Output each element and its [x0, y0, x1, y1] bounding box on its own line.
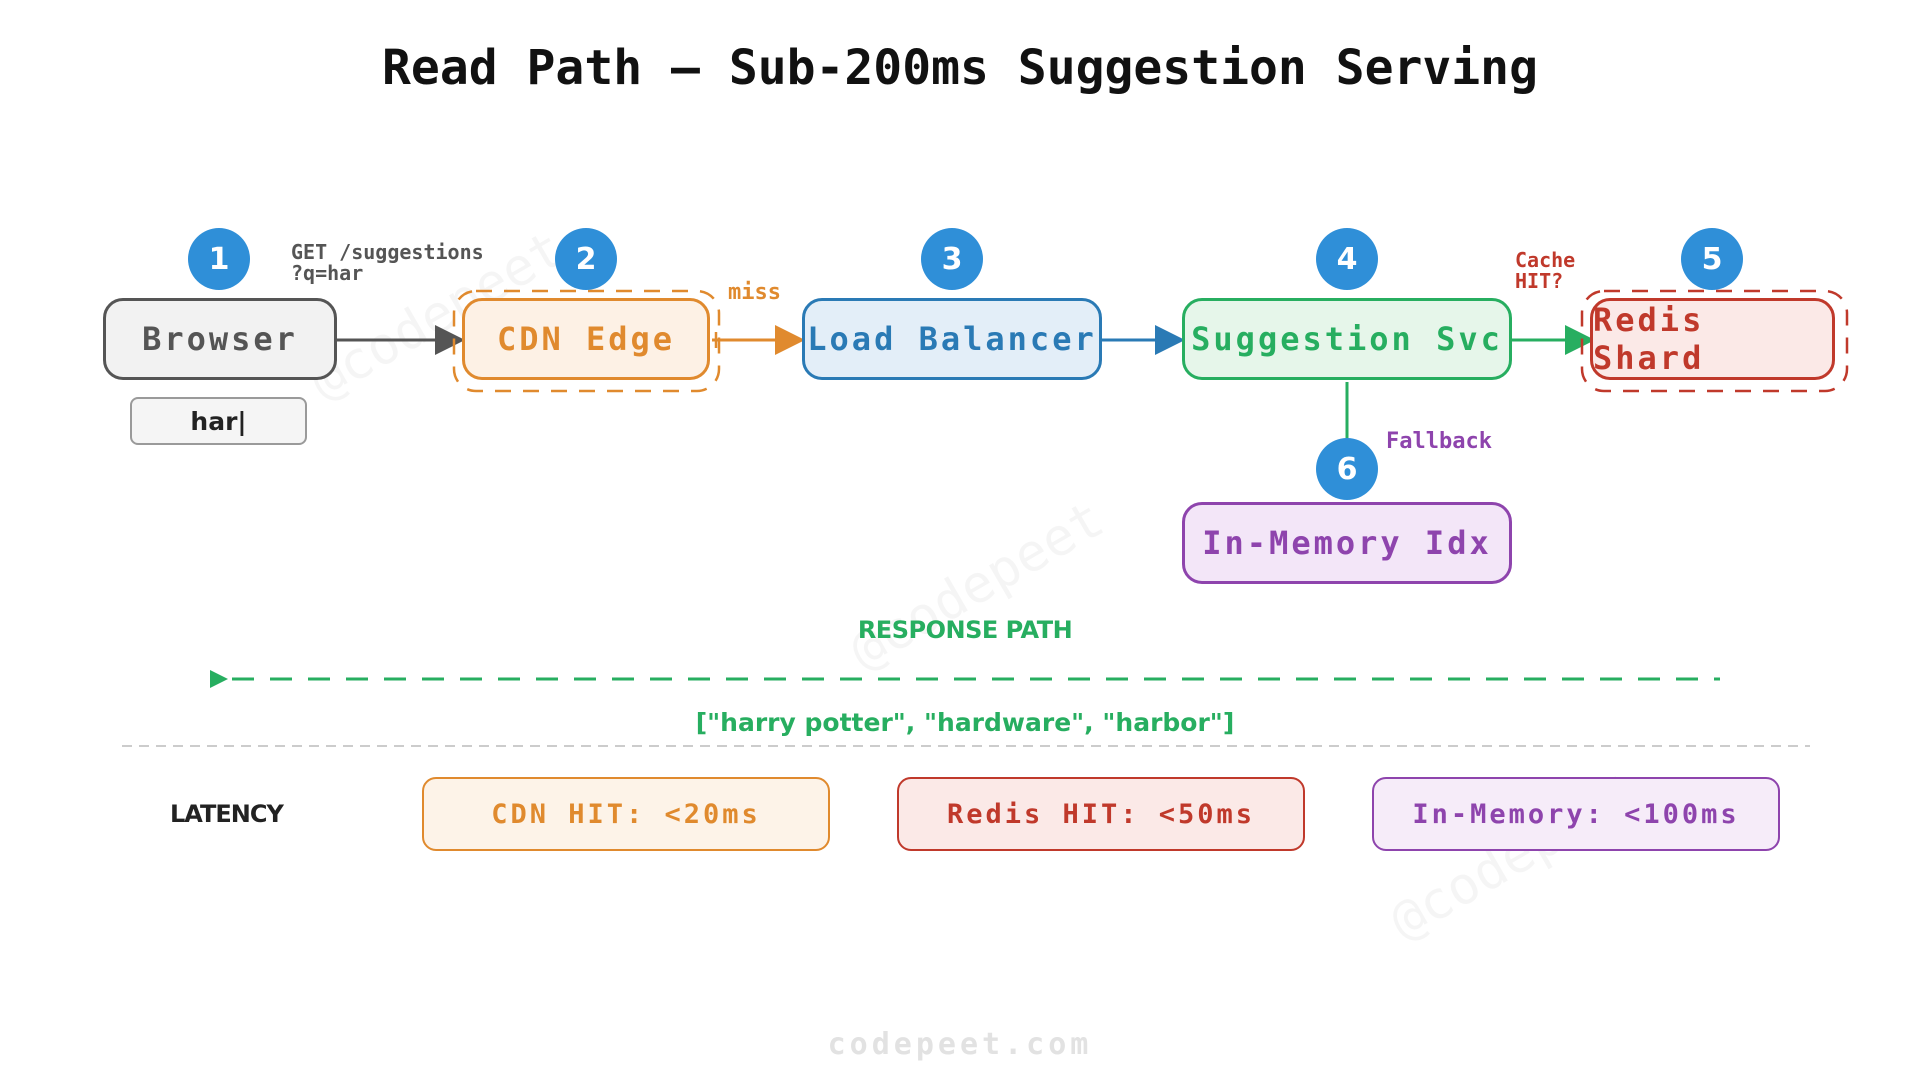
- latency-label: LATENCY: [170, 800, 284, 828]
- response-payload: ["harry potter", "hardware", "harbor"]: [695, 708, 1235, 737]
- node-in-memory-idx[interactable]: In-Memory Idx: [1182, 502, 1512, 584]
- step-badge-6: 6: [1316, 438, 1378, 500]
- request-line-1: GET /suggestions: [291, 240, 484, 264]
- edge-label-cache-hit: Cache HIT?: [1515, 250, 1575, 292]
- step-badge-4: 4: [1316, 228, 1378, 290]
- step-badge-1: 1: [188, 228, 250, 290]
- cdn-dashed-outline: [452, 289, 721, 393]
- step-badge-2: 2: [555, 228, 617, 290]
- node-load-balancer[interactable]: Load Balancer: [802, 298, 1102, 380]
- node-browser[interactable]: Browser: [103, 298, 337, 380]
- response-path-label: RESPONSE PATH: [857, 616, 1073, 644]
- request-line-2: ?q=har: [291, 261, 364, 285]
- step-badge-3: 3: [921, 228, 983, 290]
- edge-label-fallback: Fallback: [1386, 429, 1492, 454]
- edge-label-miss: miss: [728, 280, 781, 305]
- node-redis-shard[interactable]: Redis Shard: [1590, 298, 1835, 380]
- latency-in-memory: In-Memory: <100ms: [1372, 777, 1780, 851]
- response-path-arrowhead: [210, 670, 228, 688]
- node-cdn-edge[interactable]: CDN Edge: [462, 298, 710, 380]
- footer-brand: codepeet.com: [827, 1027, 1093, 1062]
- node-suggestion-svc[interactable]: Suggestion Svc: [1182, 298, 1512, 380]
- step-badge-5: 5: [1681, 228, 1743, 290]
- cache-label-line-1: Cache: [1515, 248, 1576, 272]
- diagram-title: Read Path — Sub-200ms Suggestion Serving: [382, 40, 1538, 96]
- request-label: GET /suggestions ?q=har: [291, 242, 484, 284]
- latency-cdn-hit: CDN HIT: <20ms: [422, 777, 830, 851]
- cache-label-line-2: HIT?: [1515, 269, 1564, 293]
- search-query-box: har|: [130, 397, 307, 445]
- redis-dashed-outline: [1580, 289, 1849, 393]
- latency-redis-hit: Redis HIT: <50ms: [897, 777, 1305, 851]
